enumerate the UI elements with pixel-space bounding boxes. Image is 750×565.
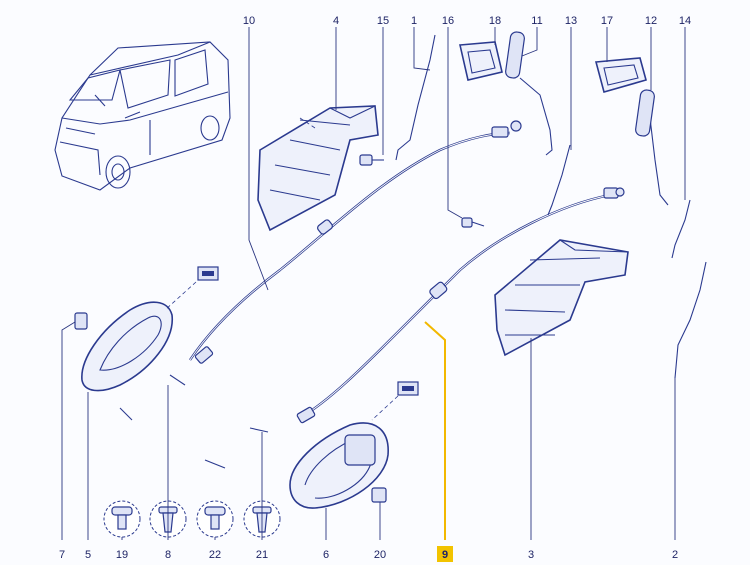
callout-19: 19 <box>116 549 128 561</box>
callout-18: 18 <box>489 15 501 27</box>
callout-10: 10 <box>243 15 255 27</box>
callout-12: 12 <box>645 15 657 27</box>
handle-part-6 <box>289 422 389 509</box>
rods <box>395 34 707 379</box>
callout-labels: 10 4 15 1 16 18 11 13 17 12 14 7 5 19 8 … <box>59 15 691 562</box>
cover-part-3 <box>494 239 629 357</box>
callout-22: 22 <box>209 549 221 561</box>
reference-tag-icon <box>164 266 419 421</box>
van-illustration <box>54 41 231 191</box>
callout-6: 6 <box>323 549 329 561</box>
inner-pull-parts <box>505 31 655 137</box>
bezel-part-18 <box>459 41 503 81</box>
leader-lines <box>61 27 686 540</box>
cable-9 <box>296 187 625 424</box>
fastener-icons <box>103 500 281 538</box>
cable-10 <box>189 120 522 364</box>
callout-7: 7 <box>59 549 65 561</box>
small-parts <box>74 154 485 503</box>
callout-3: 3 <box>528 549 534 561</box>
callout-20: 20 <box>374 549 386 561</box>
callout-17: 17 <box>601 15 613 27</box>
callout-1: 1 <box>411 15 417 27</box>
callout-9: 9 <box>442 549 448 561</box>
fastener-22-icon <box>196 500 234 538</box>
callout-4: 4 <box>333 15 339 27</box>
fastener-19-icon <box>103 500 141 538</box>
callout-21: 21 <box>256 549 268 561</box>
handle-part-5 <box>81 301 173 392</box>
callout-11: 11 <box>531 15 542 27</box>
callout-8: 8 <box>165 549 171 561</box>
callout-16: 16 <box>442 15 454 27</box>
callout-15: 15 <box>377 15 389 27</box>
callout-2: 2 <box>672 549 678 561</box>
cover-part-4 <box>257 105 379 232</box>
bezel-part-17 <box>594 57 647 93</box>
callout-13: 13 <box>565 15 577 27</box>
callout-5: 5 <box>85 549 91 561</box>
callout-9-highlight <box>437 546 453 562</box>
callout-14: 14 <box>679 15 691 27</box>
